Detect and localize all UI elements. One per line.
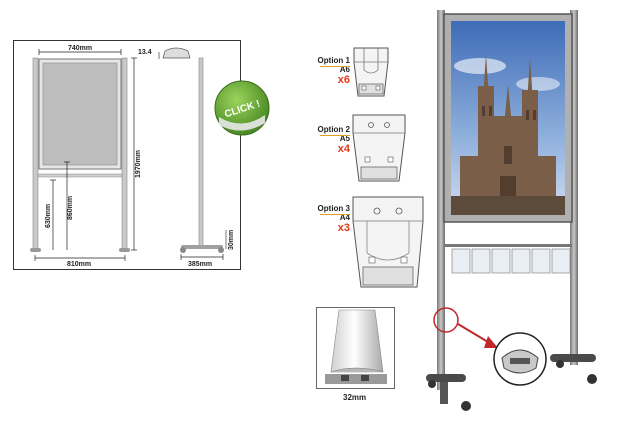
dim-height-leg: 630mm (45, 204, 52, 228)
dim-foot-height: 30mm (228, 230, 235, 250)
photo-brochure-holders (451, 248, 571, 274)
right-post (121, 57, 128, 251)
photo-left-foot (426, 374, 466, 382)
dim-foot-width: 385mm (188, 261, 212, 268)
option-1-labels: Option 1 A6 x6 (300, 56, 350, 86)
option-1-title: Option 1 (317, 56, 350, 65)
option-1-divider (320, 66, 350, 67)
option-2-holder (352, 114, 406, 182)
option-3-qty: x3 (337, 222, 350, 234)
photo-right-foot (550, 354, 596, 362)
option-2-labels: Option 2 A5 x4 (300, 125, 350, 155)
dim-width-base: 810mm (67, 261, 91, 268)
option-2-divider (320, 135, 350, 136)
profile-sketch (162, 47, 191, 59)
option-1-size: A6 (339, 65, 350, 74)
product-photo (426, 10, 597, 411)
dim-width-top: 740mm (68, 45, 92, 52)
option-2-size: A5 (339, 134, 350, 143)
left-post (32, 57, 39, 251)
photo-left-post (437, 10, 445, 390)
right-foot (119, 248, 130, 252)
option-3-holder (352, 196, 424, 288)
option-1-holder (353, 47, 389, 97)
option-3-size: A4 (339, 213, 350, 222)
option-2-qty: x4 (337, 143, 350, 155)
photo-crossbar (444, 244, 572, 247)
option-1-qty: x6 (337, 74, 350, 86)
poster-area (42, 62, 118, 166)
option-3-title: Option 3 (317, 204, 350, 213)
profile-caption: 32mm (343, 393, 367, 402)
side-view-foot (181, 245, 223, 249)
option-2-title: Option 2 (317, 125, 350, 134)
technical-drawing-panel (13, 40, 241, 270)
photo-right-post (570, 10, 578, 365)
photo-detail-highlight (433, 307, 459, 333)
profile-closeup (325, 309, 387, 384)
dim-profile-depth: 13.4 (138, 49, 152, 56)
left-foot (30, 248, 41, 252)
dim-height-lower: 860mm (67, 196, 74, 220)
option-3-labels: Option 3 A4 x3 (300, 204, 350, 234)
technical-drawing: 740mm 810mm 630mm 860mm 1970mm 13.4 385m… (30, 45, 235, 268)
click-badge[interactable]: CLICK ! (213, 79, 271, 137)
crossbar (37, 173, 123, 178)
option-3-divider (320, 214, 350, 215)
side-view-post (198, 57, 204, 249)
dim-height-total: 1970mm (135, 150, 142, 178)
